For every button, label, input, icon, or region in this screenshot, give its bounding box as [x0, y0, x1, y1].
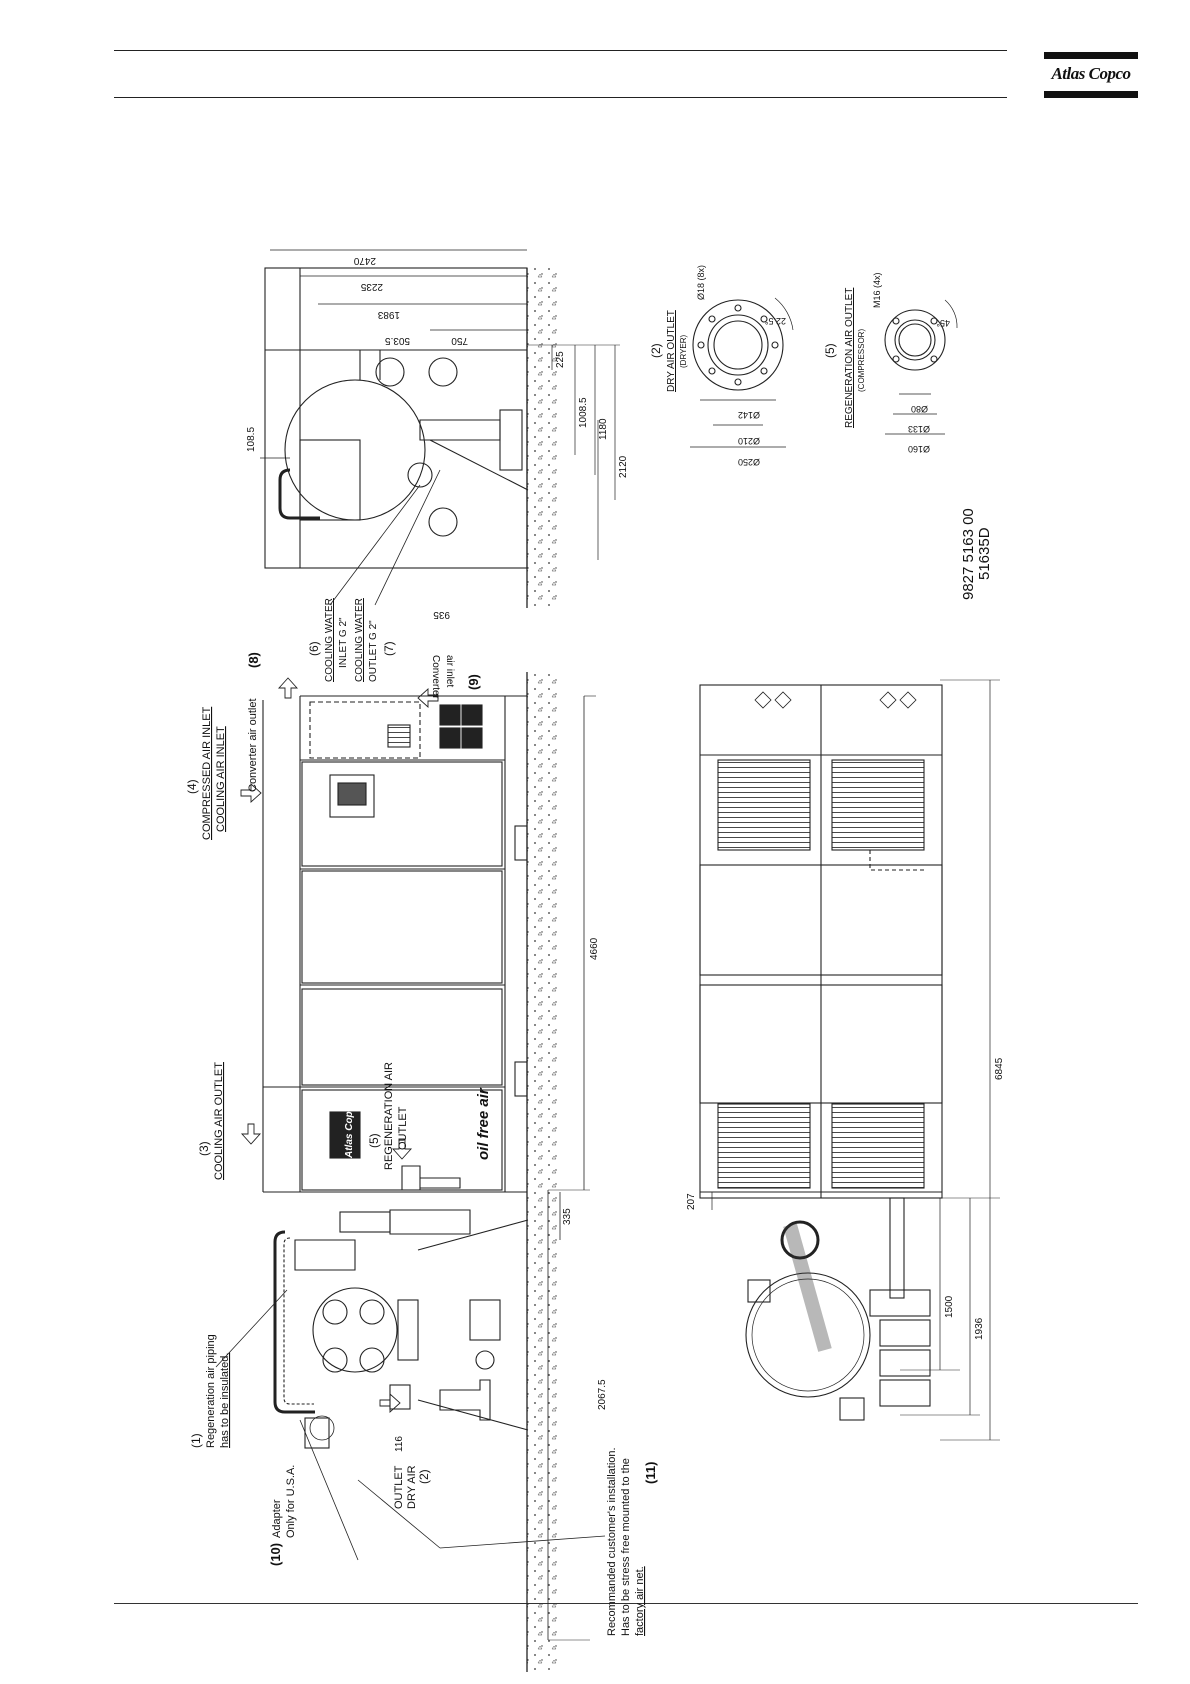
label-10-line1: Adapter [271, 1499, 283, 1538]
logo-text: Atlas Copco [1051, 64, 1131, 83]
panel-slogan-text: oil free air [475, 1087, 492, 1160]
label-4-line1: COMPRESSED AIR INLET [201, 706, 213, 840]
flange-dry-title: DRY AIR OUTLET [666, 310, 677, 392]
brand-logo: Atlas Copco [1044, 52, 1138, 98]
top-view [699, 679, 1000, 1441]
footer-rule [114, 1603, 1138, 1604]
label-10-number: (10) [268, 1543, 283, 1566]
side-view [260, 249, 620, 608]
label-5-line1: REGENERATION AIR [383, 1062, 395, 1170]
label-9-line2: air inlet [444, 655, 455, 687]
flange-dry-number: (2) [649, 343, 663, 358]
dim-front-335: 335 [562, 1208, 573, 1225]
label-2-line1: OUTLET [393, 1465, 405, 1509]
label-2-line2: DRY AIR [406, 1465, 418, 1509]
label-11-line3: factory air net. [634, 1566, 646, 1636]
dim-top-6845: 6845 [994, 1057, 1005, 1080]
label-10-line2: Only for U.S.A. [285, 1465, 297, 1538]
front-view [215, 672, 606, 1672]
label-7-line1: COOLING WATER [354, 598, 365, 682]
dim-side-503: 503.5 [385, 335, 410, 346]
flange-regen-d80: Ø80 [911, 404, 928, 414]
label-11-line1: Recommanded customer's installation. [606, 1447, 618, 1636]
label-2-number: (2) [417, 1469, 431, 1484]
flange-regen-angle: 45° [936, 318, 950, 328]
flange-regen-number: (5) [823, 343, 837, 358]
floor-front [527, 672, 559, 1672]
label-4-line2: COOLING AIR INLET [215, 726, 227, 832]
header-rule-bottom [114, 97, 1007, 98]
flange-regen-d160: Ø160 [908, 444, 930, 454]
dim-side-2470: 2470 [353, 255, 376, 266]
flange-regen-holes: M16 (4x) [872, 272, 882, 308]
label-6-number: (6) [307, 641, 321, 656]
label-1-line1: Regeneration air piping [205, 1334, 217, 1448]
flange-regen-title: REGENERATION AIR OUTLET [844, 288, 855, 428]
dim-side-750: 750 [451, 335, 468, 346]
dim-side-225: 225 [555, 351, 566, 368]
label-4-number: (4) [185, 779, 199, 794]
label-5-number: (5) [367, 1133, 381, 1148]
dim-top-1936: 1936 [974, 1317, 985, 1340]
flange-dry-d210: Ø210 [738, 436, 760, 446]
label-11-line2: Has to be stress free mounted to the [620, 1458, 632, 1636]
flange-regen-air [884, 299, 958, 435]
label-1-number: (1) [189, 1433, 203, 1448]
flange-regen-sub: (COMPRESSOR) [857, 329, 866, 392]
flange-regen-d133: Ø133 [908, 424, 930, 434]
label-9-line1: Converter [430, 655, 441, 700]
dim-side-935: 935 [433, 609, 450, 620]
label-6-line2: INLET G 2" [338, 617, 349, 668]
logo-bar-top [1044, 52, 1138, 59]
label-8-number: (8) [246, 652, 261, 668]
dim-front-116: 116 [394, 1436, 405, 1452]
dim-side-1983: 1983 [377, 309, 400, 320]
label-7-line2: OUTLET G 2" [368, 620, 379, 682]
dim-top-207: 207 [686, 1193, 697, 1210]
flange-dry-holes: Ø18 (8x) [696, 265, 706, 300]
dim-side-1008: 1008.5 [578, 397, 589, 428]
dim-side-1180: 1180 [598, 418, 609, 440]
flange-dry-d250: Ø250 [738, 457, 760, 467]
dim-side-2235: 2235 [360, 281, 383, 292]
label-3-number: (3) [197, 1141, 211, 1156]
label-3-text: COOLING AIR OUTLET [213, 1062, 225, 1180]
header-rule-top [114, 50, 1007, 51]
dim-top-1500: 1500 [944, 1295, 955, 1318]
panel-brand-text: Atlas Copco [344, 1100, 355, 1159]
label-1-line2: has to be insulated. [219, 1353, 231, 1448]
label-9-number: (9) [466, 674, 481, 690]
label-6-line1: COOLING WATER [324, 598, 335, 682]
label-7-number: (7) [382, 641, 396, 656]
label-5-line2: OUTLET [397, 1106, 409, 1150]
label-8-text: Converter air outlet [247, 698, 259, 792]
drawing-number-line2: 51635D [976, 527, 993, 580]
flange-dry-sub: (DRYER) [679, 334, 688, 368]
logo-bar-bottom [1044, 91, 1138, 98]
dim-side-108: 108.5 [246, 427, 257, 452]
label-11-number: (11) [643, 1462, 658, 1484]
drawing-number-line1: 9827 5163 00 [960, 508, 977, 600]
flange-dry-angle: 22.5° [764, 316, 786, 326]
flange-dry-d142: Ø142 [738, 410, 760, 420]
dim-front-4660: 4660 [589, 937, 600, 960]
dim-side-2120: 2120 [618, 455, 629, 478]
dim-front-2067: 2067.5 [597, 1379, 608, 1410]
flange-dry-air [690, 297, 794, 448]
